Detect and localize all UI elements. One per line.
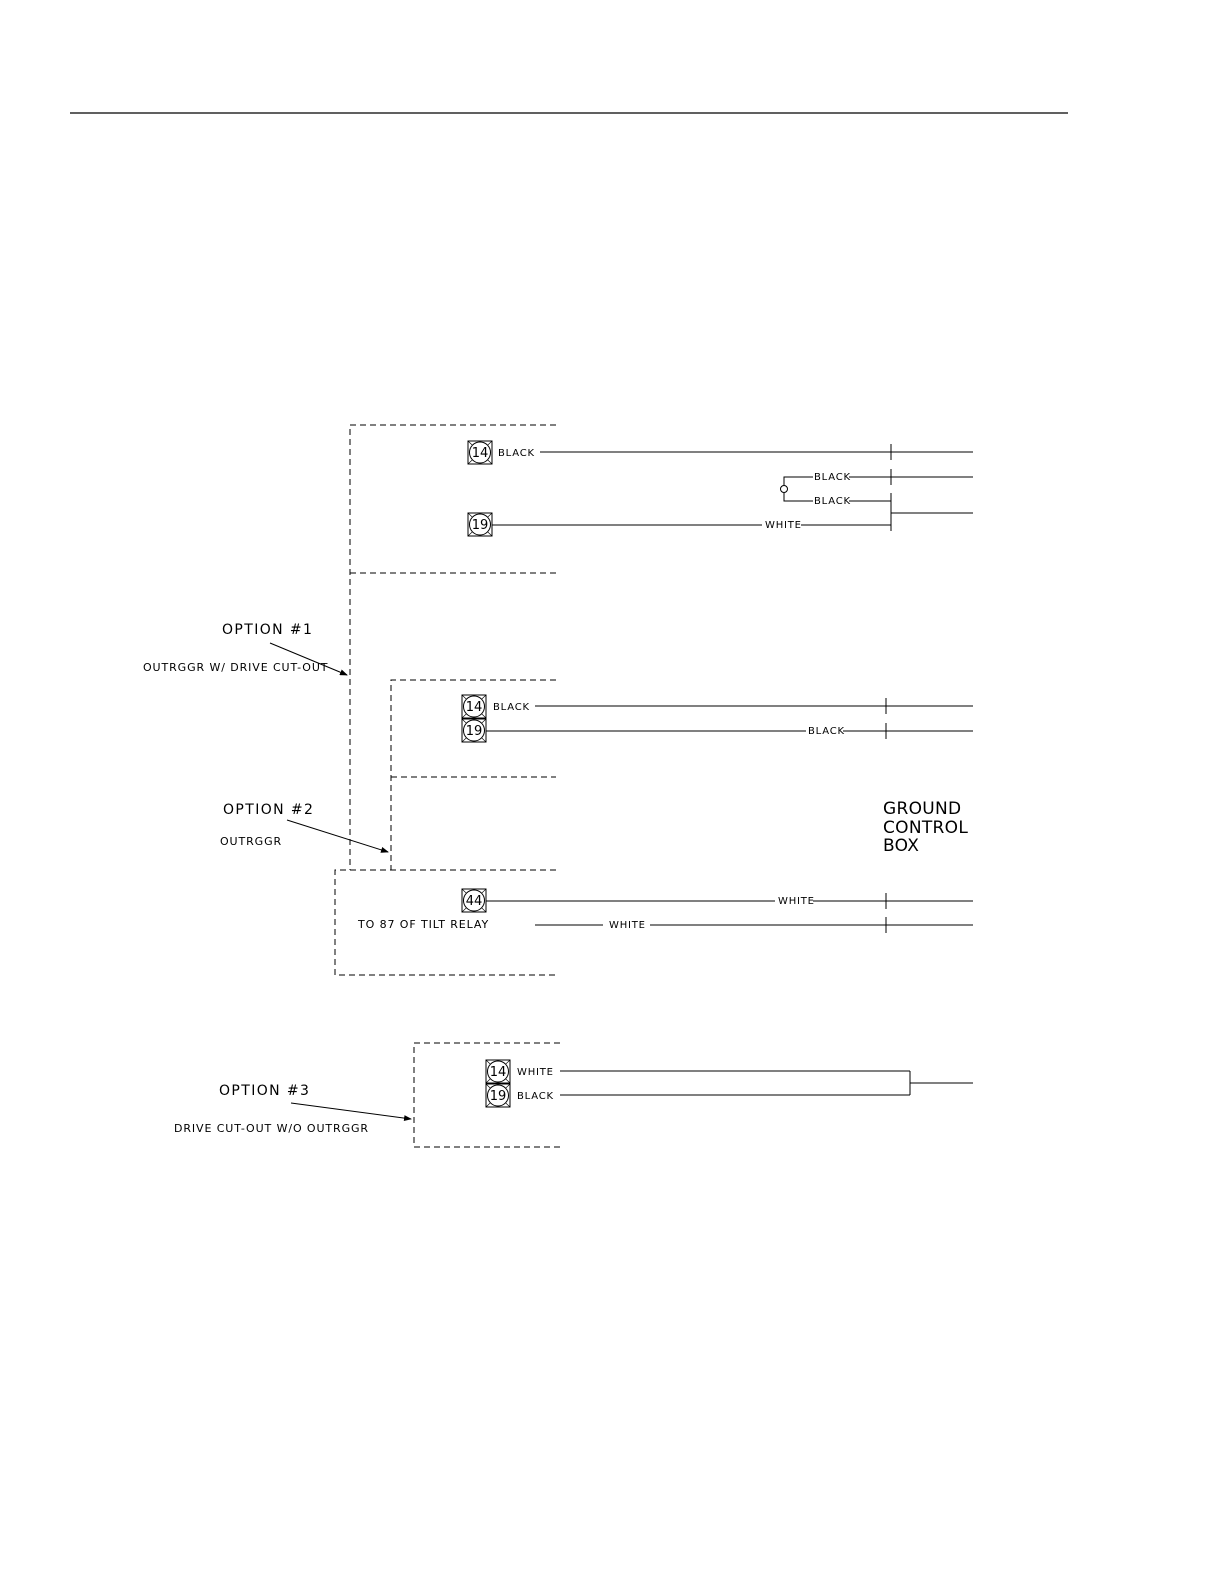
terminal-label: 19 (466, 724, 483, 739)
terminal-label: 19 (490, 1089, 507, 1104)
wire-label: BLACK (814, 472, 851, 483)
terminal-44: 44 (462, 889, 486, 912)
option3-group: 14 19 WHITE BLACK OPTION #3 DRIVE CUT-OU… (174, 1043, 973, 1147)
callout-arrow (291, 1103, 411, 1119)
wire-label: BLACK (808, 726, 845, 737)
terminal-14-option3: 14 (486, 1060, 510, 1083)
wire-label: WHITE (765, 520, 802, 531)
wire (784, 493, 813, 501)
terminal-label: 14 (472, 446, 489, 461)
terminal-label: 14 (466, 700, 483, 715)
option-note: DRIVE CUT-OUT W/O OUTRGGR (174, 1122, 369, 1135)
box-label-line: BOX (883, 836, 919, 856)
ground-control-box-label: GROUND CONTROL BOX (883, 799, 968, 856)
option2-group: 14 19 BLACK BLACK OPTION #2 OUTRGGR (220, 680, 973, 870)
option-title: OPTION #3 (219, 1083, 310, 1099)
callout-arrow (287, 820, 388, 852)
switch-contact-icon (781, 486, 788, 493)
box-label-line: GROUND (883, 799, 961, 819)
option-note: OUTRGGR (220, 835, 282, 848)
tilt-relay-group: 44 WHITE TO 87 OF TILT RELAY WHITE (335, 870, 973, 975)
option-note: OUTRGGR W/ DRIVE CUT-OUT (143, 661, 328, 674)
box-label-line: CONTROL (883, 818, 968, 838)
terminal-14-option2: 14 (462, 695, 486, 718)
wire-label: BLACK (517, 1091, 554, 1102)
wire-label: BLACK (493, 702, 530, 713)
terminal-19-option1: 19 (468, 513, 492, 536)
wire-label: WHITE (517, 1067, 554, 1078)
wire-label: BLACK (498, 448, 535, 459)
terminal-19-option2: 19 (462, 719, 486, 742)
tilt-relay-note: TO 87 OF TILT RELAY (357, 918, 489, 931)
terminal-14-option1: 14 (468, 441, 492, 464)
option-title: OPTION #1 (222, 622, 313, 638)
wire (784, 477, 813, 485)
terminal-19-option3: 19 (486, 1084, 510, 1107)
option-title: OPTION #2 (223, 802, 314, 818)
wire-label: WHITE (609, 920, 646, 931)
option1-dashed-boundary (350, 425, 556, 870)
wire-label: BLACK (814, 496, 851, 507)
terminal-label: 44 (466, 894, 483, 909)
terminal-label: 19 (472, 518, 489, 533)
terminal-label: 14 (490, 1065, 507, 1080)
wire-label: WHITE (778, 896, 815, 907)
